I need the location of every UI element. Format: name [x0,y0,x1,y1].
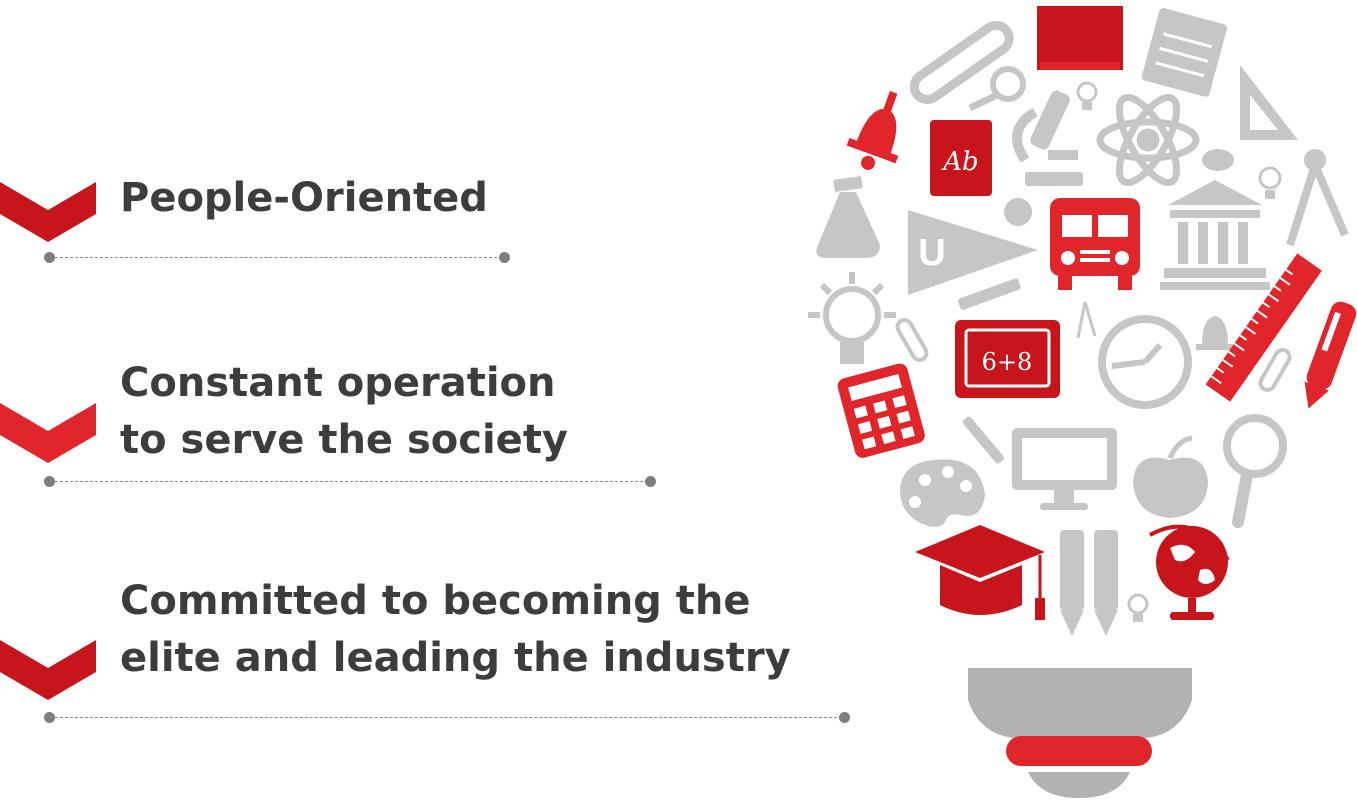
svg-text:6+8: 6+8 [982,348,1033,376]
value-item-constant-operation: Constant operation to serve the society [0,355,680,495]
pennant-icon: U [908,210,1038,295]
graduation-cap-icon [915,525,1045,620]
svg-text:Ab: Ab [941,147,978,177]
chevron-down-icon [0,182,96,242]
divider [44,252,510,264]
lightbulb-icon [1127,593,1149,622]
clock-icon [1098,315,1192,409]
notepad-icon [1141,8,1227,97]
pencil-icon [962,416,1005,464]
value-title: People-Oriented [120,175,488,221]
globe-icon [1149,524,1230,620]
pencil-icon [958,278,1021,310]
lightbulb-base [968,668,1192,798]
microscope-icon [1012,90,1083,186]
museum-icon [1160,180,1270,290]
divider [44,712,850,724]
value-item-committed-elite: Committed to becoming the elite and lead… [0,573,870,733]
divider [44,476,656,488]
bell-icon [1196,316,1234,350]
chevron-down-icon [0,640,96,700]
palette-icon [1202,149,1234,171]
value-title: Constant operation to serve the society [120,360,569,463]
book-icon: Ab [930,120,992,196]
pencils-icon [1060,530,1118,636]
ruler-icon [1205,253,1322,402]
computer-icon [1012,428,1117,510]
compass-icon [1076,301,1097,339]
lightbulb-icon [1258,166,1282,199]
lightbulb-icon [1076,81,1098,110]
chevron-down-icon [0,403,96,463]
svg-text:U: U [918,232,945,274]
palette-icon [900,459,985,527]
value-title: Committed to becoming the elite and lead… [120,578,791,681]
test-tube-icon [1258,348,1292,392]
apple-icon [1004,198,1032,226]
value-item-people-oriented: People-Oriented [0,170,520,270]
flask-icon [816,176,880,258]
test-tube-icon [895,318,929,362]
education-lightbulb-illustration: Ab U [808,6,1357,798]
compass-icon [1286,149,1349,247]
book-icon [1037,6,1123,70]
magnifier-icon [1223,414,1287,528]
bell-icon [846,91,899,170]
pen-icon [1304,301,1357,409]
ruler-triangle-icon [1240,65,1298,140]
lightbulb-icon [808,272,896,364]
calculator-icon [837,363,925,458]
magnifier-icon [968,66,1026,112]
atom-icon [1096,93,1200,187]
apple-icon [1133,435,1208,518]
school-bus-icon [1050,198,1140,290]
test-tube-icon [909,20,1014,105]
chalkboard-icon: 6+8 [955,320,1060,398]
